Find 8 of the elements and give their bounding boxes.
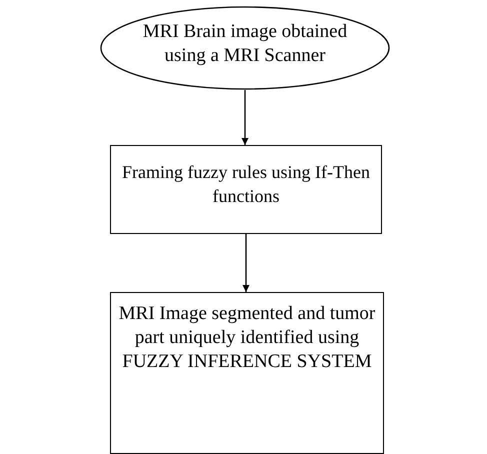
arrow — [242, 90, 248, 145]
process-box — [110, 292, 384, 454]
node-text: MRI Image segmented and tumor part uniquely identified using FUZZY INFERENCE SYSTEM — [118, 302, 376, 374]
node-text: Framing fuzzy rules using If-Then functions — [121, 161, 371, 208]
process-box — [110, 145, 382, 234]
arrow — [242, 234, 250, 292]
start-ellipse — [100, 6, 390, 90]
node-text: MRI Brain image obtained using a MRI Scanner — [142, 20, 348, 68]
